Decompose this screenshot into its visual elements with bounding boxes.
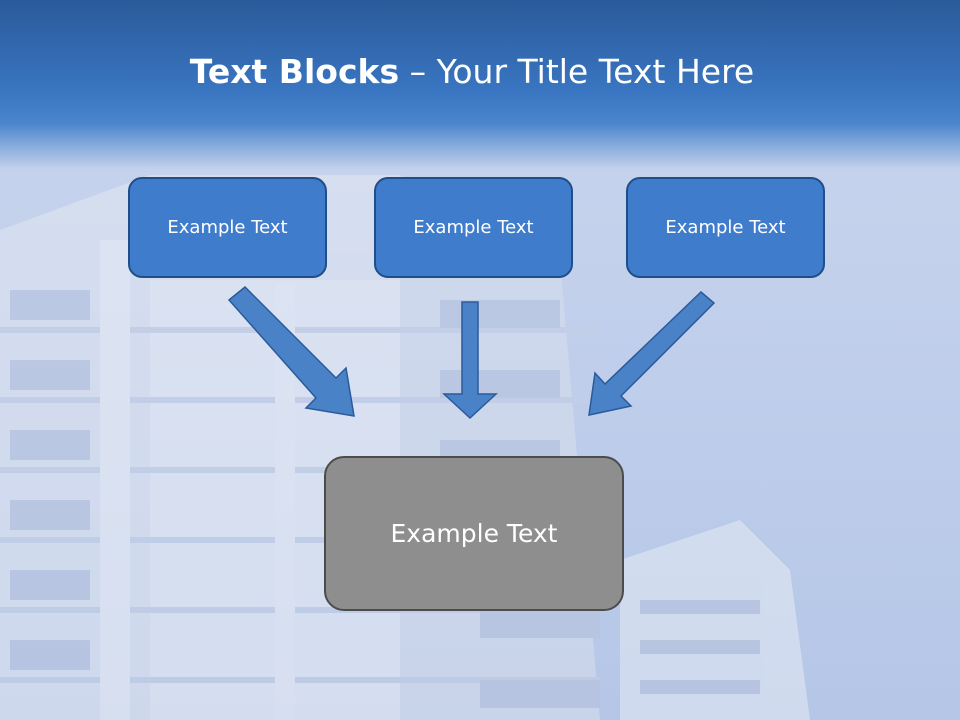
title-bold-part: Text Blocks <box>189 52 400 91</box>
text-block-right[interactable]: Example Text <box>626 177 825 278</box>
title-rest: Your Title Text Here <box>436 52 755 91</box>
text-block-left-label: Example Text <box>167 217 288 238</box>
text-block-center[interactable]: Example Text <box>374 177 573 278</box>
arrow-center-down <box>442 301 498 420</box>
text-block-left[interactable]: Example Text <box>128 177 327 278</box>
header-band <box>0 0 960 170</box>
main-text-block-label: Example Text <box>390 519 558 548</box>
slide-title[interactable]: Text Blocks – Your Title Text Here <box>0 52 944 91</box>
text-block-right-label: Example Text <box>665 217 786 238</box>
arrow-left-diagonal <box>227 285 355 417</box>
title-dash: – <box>399 52 437 91</box>
main-text-block[interactable]: Example Text <box>324 456 624 611</box>
arrow-right-diagonal <box>588 290 716 416</box>
text-block-center-label: Example Text <box>413 217 534 238</box>
